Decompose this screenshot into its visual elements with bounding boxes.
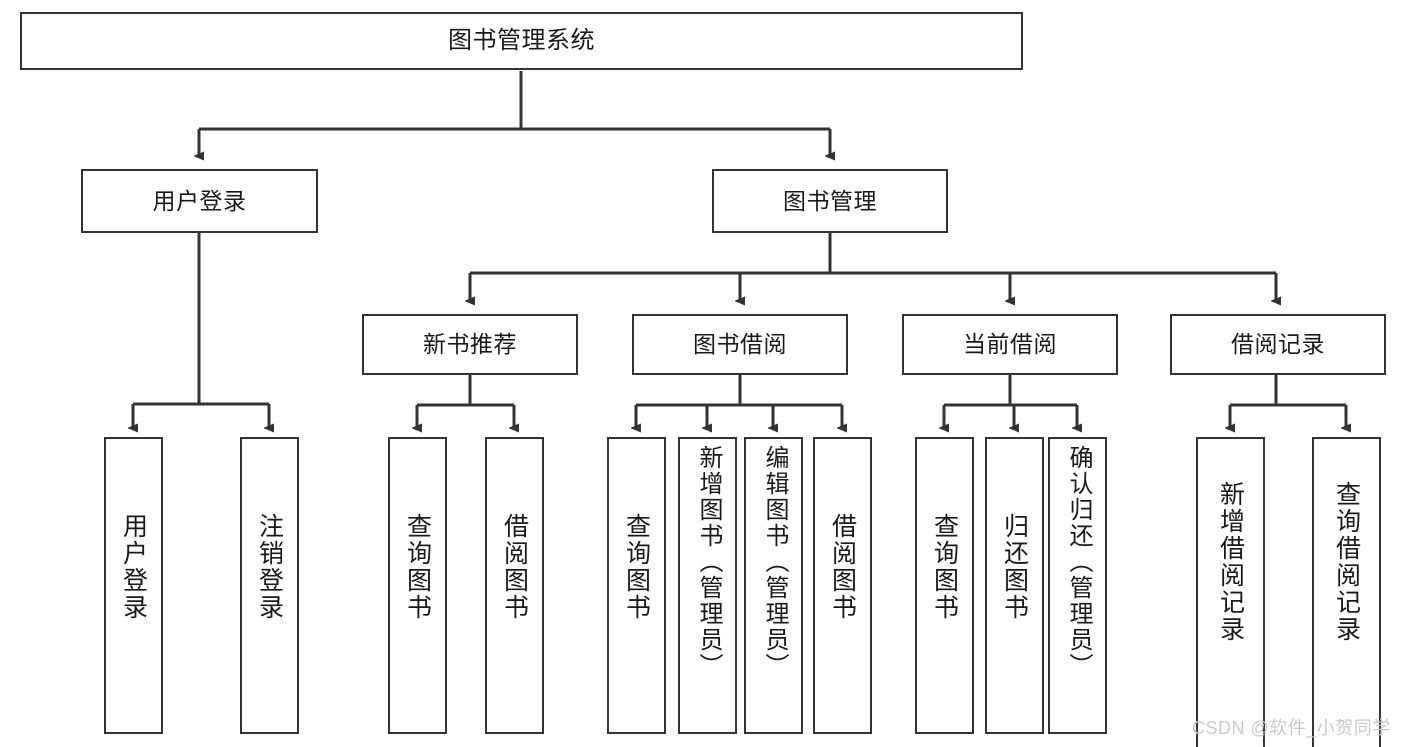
node-label: 图书管理系统	[448, 27, 595, 55]
node-user-login[interactable]: 用户登录	[81, 169, 318, 233]
node-label: 当前借阅	[963, 331, 1057, 358]
leaf-current-confirm-return-admin[interactable]: 确认归还（管理员）	[1048, 437, 1107, 734]
node-label: 用户登录	[152, 187, 247, 214]
node-borrow-record[interactable]: 借阅记录	[1170, 314, 1386, 375]
node-label: 查询图书	[622, 513, 651, 621]
leaf-record-query-record[interactable]: 查询借阅记录	[1312, 437, 1381, 747]
node-label: 图书借阅	[693, 331, 787, 358]
node-label: 用户登录	[119, 513, 148, 621]
leaf-borrow-add-book-admin[interactable]: 新增图书（管理员）	[678, 437, 737, 734]
node-root-system[interactable]: 图书管理系统	[20, 12, 1023, 70]
leaf-recommend-borrow-book[interactable]: 借阅图书	[485, 437, 544, 734]
node-label: 新增借阅记录	[1216, 481, 1245, 643]
leaf-borrow-query-book[interactable]: 查询图书	[607, 437, 666, 734]
node-label: 查询借阅记录	[1332, 481, 1361, 643]
node-new-book-recommend[interactable]: 新书推荐	[362, 314, 578, 375]
leaf-borrow-edit-book-admin[interactable]: 编辑图书（管理员）	[744, 437, 803, 734]
node-label: 查询图书	[403, 513, 432, 621]
node-label: 归还图书	[1000, 513, 1029, 621]
node-label: 新书推荐	[423, 331, 517, 358]
node-current-borrow[interactable]: 当前借阅	[902, 314, 1118, 375]
leaf-borrow-borrow-book[interactable]: 借阅图书	[813, 437, 872, 734]
leaf-current-return-book[interactable]: 归还图书	[985, 437, 1044, 734]
node-label: 借阅记录	[1231, 331, 1325, 358]
node-label: 借阅图书	[500, 513, 529, 621]
node-label: 注销登录	[255, 513, 284, 621]
node-label: 借阅图书	[828, 513, 857, 621]
leaf-record-add-record[interactable]: 新增借阅记录	[1196, 437, 1265, 747]
node-label: 编辑图书（管理员）	[760, 445, 788, 679]
node-label: 图书管理	[783, 187, 877, 214]
node-label: 查询图书	[930, 513, 959, 621]
csdn-watermark: CSDN @软件_小贺同学	[1192, 718, 1391, 738]
node-label: 新增图书（管理员）	[694, 445, 722, 679]
node-label: 确认归还（管理员）	[1064, 445, 1092, 679]
node-book-borrow[interactable]: 图书借阅	[632, 314, 848, 375]
leaf-user-login-signout[interactable]: 注销登录	[240, 437, 299, 734]
node-book-management[interactable]: 图书管理	[712, 169, 948, 233]
leaf-recommend-query-book[interactable]: 查询图书	[388, 437, 447, 734]
leaf-user-login-signin[interactable]: 用户登录	[104, 437, 163, 734]
leaf-current-query-book[interactable]: 查询图书	[915, 437, 974, 734]
